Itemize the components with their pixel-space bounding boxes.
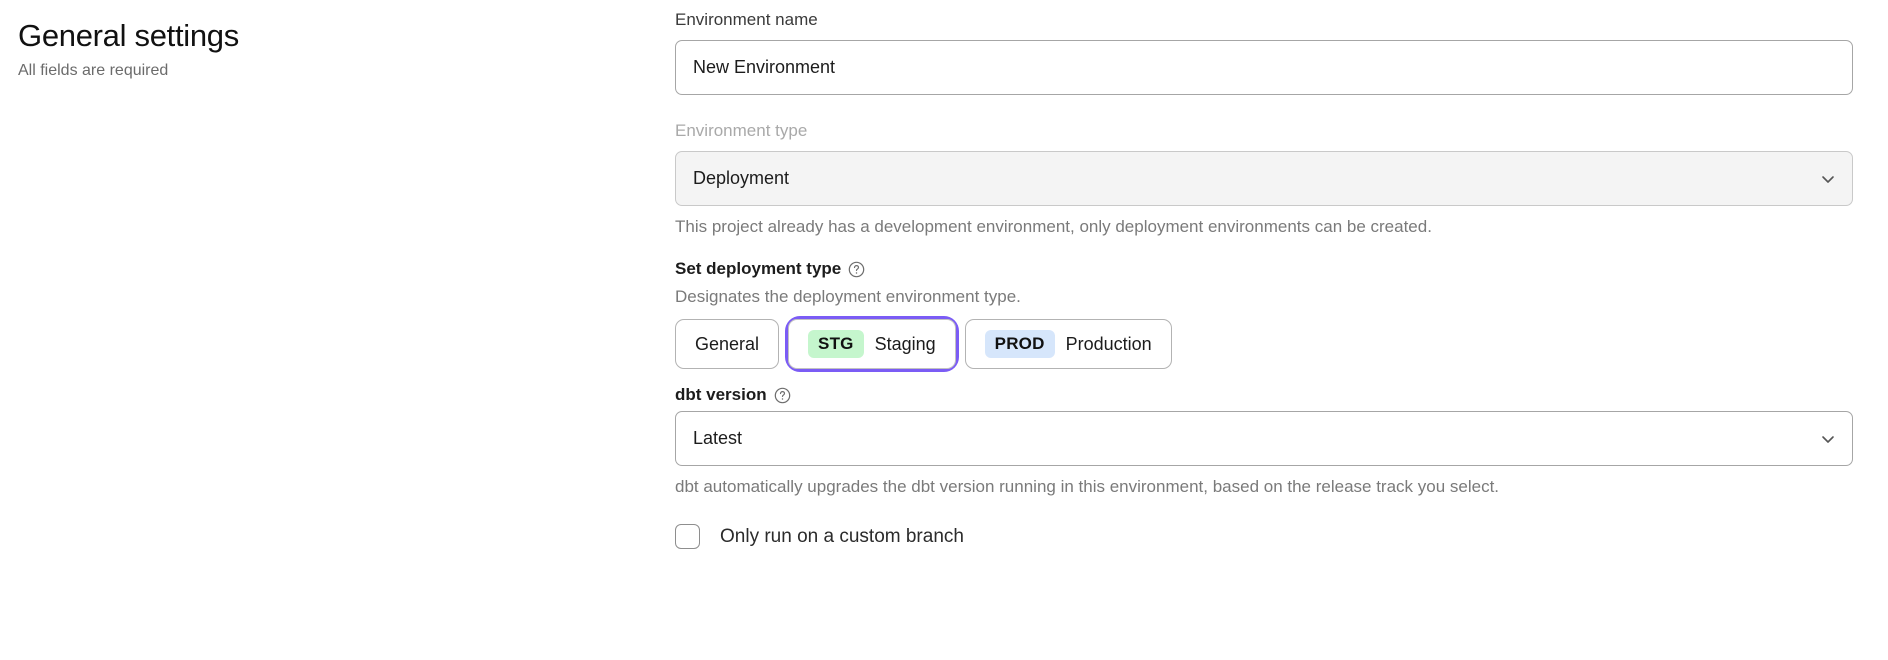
question-circle-icon[interactable]	[774, 387, 791, 404]
dbt-version-helper: dbt automatically upgrades the dbt versi…	[675, 477, 1500, 496]
deployment-type-option-staging-label: Staging	[874, 333, 936, 354]
deployment-type-option-production-label: Production	[1065, 333, 1152, 354]
environment-type-label: Environment type	[675, 121, 808, 140]
environment-name-field: Environment name New Environment	[675, 8, 1855, 95]
deployment-type-description: Designates the deployment environment ty…	[675, 287, 1021, 306]
dbt-version-select[interactable]: Latest	[675, 411, 1853, 466]
page-subtitle: All fields are required	[18, 62, 169, 79]
page-title: General settings	[18, 18, 239, 53]
deployment-type-option-staging[interactable]: STG Staging	[788, 319, 956, 369]
deployment-type-option-production-wrap: PROD Production	[964, 319, 1172, 369]
environment-type-value: Deployment	[693, 168, 790, 188]
dbt-version-label: dbt version	[675, 383, 1855, 407]
chevron-down-icon	[1820, 431, 1836, 447]
question-circle-icon[interactable]	[848, 261, 865, 278]
dbt-version-value: Latest	[693, 428, 743, 448]
deployment-type-option-production[interactable]: PROD Production	[964, 319, 1172, 369]
deployment-type-option-general-label: General	[695, 333, 760, 354]
settings-form: Environment name New Environment Environ…	[675, 8, 1855, 549]
staging-badge: STG	[808, 330, 864, 358]
deployment-type-option-staging-wrap: STG Staging	[788, 319, 956, 369]
deployment-type-field: Set deployment type Designates the deplo…	[675, 257, 1855, 369]
environment-type-helper: This project already has a development e…	[675, 217, 1432, 236]
custom-branch-checkbox[interactable]	[675, 524, 700, 549]
chevron-down-icon	[1820, 171, 1836, 187]
deployment-type-option-general-wrap: General	[675, 319, 780, 369]
environment-name-label: Environment name	[675, 10, 818, 29]
deployment-type-label-text: Set deployment type	[675, 259, 842, 278]
environment-name-input[interactable]: New Environment	[675, 40, 1853, 95]
deployment-type-option-general[interactable]: General	[675, 319, 780, 369]
deployment-type-options: General STG Staging PROD Production	[675, 319, 1855, 369]
production-badge: PROD	[984, 330, 1055, 358]
custom-branch-row[interactable]: Only run on a custom branch	[675, 524, 1855, 549]
page-header: General settings All fields are required	[18, 16, 618, 82]
environment-type-select[interactable]: Deployment	[675, 151, 1853, 206]
custom-branch-label: Only run on a custom branch	[720, 525, 964, 547]
dbt-version-label-text: dbt version	[675, 385, 767, 404]
environment-type-field: Environment type Deployment This project…	[675, 119, 1855, 239]
dbt-version-field: dbt version Latest dbt automatically upg…	[675, 383, 1855, 499]
deployment-type-label: Set deployment type	[675, 257, 1855, 281]
